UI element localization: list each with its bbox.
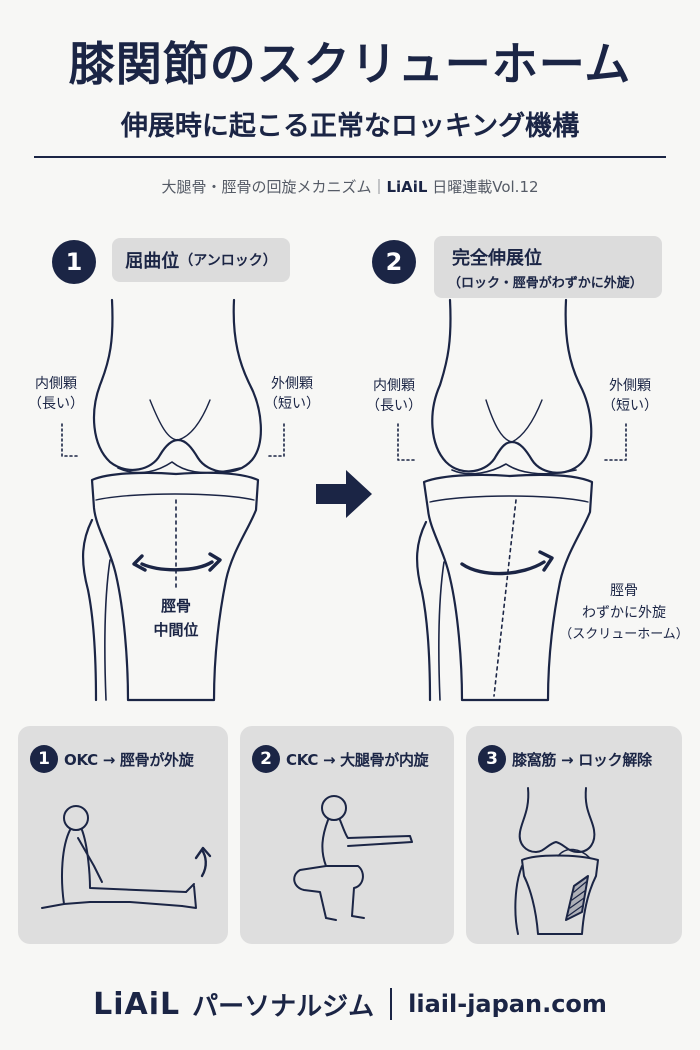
right-tibia	[422, 473, 594, 702]
left-medial-sub: （長い）	[28, 396, 84, 412]
footer-gym: パーソナルジム	[192, 991, 375, 1022]
card-okc-num: 1	[30, 745, 58, 773]
left-lateral-sub: （短い）	[264, 396, 320, 412]
right-fibula	[415, 520, 432, 702]
right-arrow-icon	[316, 470, 372, 518]
footer: LiAiL パーソナルジム liail-japan.com	[0, 978, 700, 1030]
right-fibula-inner	[438, 561, 445, 701]
right-medial-leader	[397, 423, 417, 461]
right-meniscus	[451, 463, 577, 475]
right-femur-notch-2	[511, 399, 543, 443]
footer-url[interactable]: liail-japan.com	[408, 990, 607, 1018]
right-rotation-note: 脛骨わずかに外旋 （スクリューホーム）	[556, 580, 692, 646]
left-femur-notch	[149, 399, 179, 441]
left-medial-text: 内側顆	[35, 376, 77, 392]
left-center-text-1: 脛骨	[160, 597, 191, 615]
right-knee	[397, 298, 627, 702]
right-medial-label: 内側顆 （長い）	[362, 376, 426, 416]
card-popliteus-text: 膝窩筋 → ロック解除	[512, 750, 652, 769]
right-femur	[431, 298, 593, 474]
right-tibia-plateau	[429, 495, 589, 503]
step-1-label: 屈曲位（アンロック）	[112, 238, 290, 282]
squat-icon	[293, 795, 413, 921]
card-popliteus: 3 膝窩筋 → ロック解除	[466, 726, 682, 944]
left-femur-notch-2	[177, 399, 211, 441]
page-subtitle: 伸展時に起こる正常なロッキング機構	[120, 111, 580, 142]
right-rotation-arrow	[460, 560, 546, 576]
step-2-label: 完全伸展位 （ロック・脛骨がわずかに外旋）	[434, 236, 662, 298]
step-2-label-sub: （ロック・脛骨がわずかに外旋）	[448, 276, 643, 291]
right-axis-line	[493, 499, 517, 697]
step-1-badge: 1	[52, 240, 96, 284]
left-medial-leader	[61, 423, 81, 457]
left-lateral-leader	[265, 423, 285, 457]
right-lateral-sub: （短い）	[602, 398, 658, 414]
right-lateral-leader	[603, 423, 627, 461]
card-okc: 1 OKC → 脛骨が外旋	[18, 726, 228, 944]
left-knee	[61, 298, 285, 702]
left-center-text-2: 中間位	[153, 621, 199, 639]
seated-knee-extension-icon	[41, 805, 212, 909]
series-suffix: 日曜連載Vol.12	[427, 178, 539, 196]
card-okc-title: 1 OKC → 脛骨が外旋	[30, 744, 222, 774]
left-fibula	[81, 518, 98, 702]
left-tibia-plateau	[95, 493, 255, 501]
left-lateral-text: 外側顆	[271, 376, 313, 392]
left-rotation-arrowhead-left	[132, 554, 147, 572]
series-line: 大腿骨・脛骨の回旋メカニズム｜LiAiL 日曜連載Vol.12	[0, 176, 700, 197]
right-medial-sub: （長い）	[366, 398, 422, 414]
right-rotation-arrowhead	[538, 550, 554, 572]
left-meniscus	[117, 461, 241, 474]
card-ckc-num: 2	[252, 745, 280, 773]
right-lateral-text: 外側顆	[609, 378, 651, 394]
series-brand: LiAiL	[386, 178, 428, 196]
step-1-label-main: 屈曲位	[125, 251, 180, 272]
card-ckc: 2 CKC → 大腿骨が内旋	[240, 726, 454, 944]
right-note-1: 脛骨	[610, 583, 638, 599]
left-fibula-inner	[104, 559, 111, 701]
left-lateral-label: 外側顆 （短い）	[262, 374, 322, 414]
card-ckc-title: 2 CKC → 大腿骨が内旋	[252, 744, 448, 774]
step-1-label-sub: （アンロック）	[179, 253, 277, 269]
right-note-3: （スクリューホーム）	[559, 627, 689, 642]
knee-popliteus-icon	[514, 787, 599, 935]
left-tibia	[90, 471, 260, 702]
card-popliteus-num: 3	[478, 745, 506, 773]
right-medial-text: 内側顆	[373, 378, 415, 394]
card-ckc-text: CKC → 大腿骨が内旋	[286, 750, 429, 769]
page-title: 膝関節のスクリューホーム	[68, 37, 632, 91]
card-popliteus-title: 3 膝窩筋 → ロック解除	[478, 744, 676, 774]
left-femur	[92, 298, 262, 473]
right-lateral-label: 外側顆 （短い）	[598, 376, 662, 416]
header-divider	[34, 156, 666, 158]
right-note-2: わずかに外旋	[582, 605, 666, 621]
footer-separator	[390, 988, 393, 1020]
step-2-label-main: 完全伸展位	[452, 248, 542, 269]
left-rotation-arrow	[140, 560, 214, 572]
step-2-badge: 2	[372, 240, 416, 284]
card-okc-text: OKC → 脛骨が外旋	[64, 750, 194, 769]
left-rotation-arrowhead-right	[208, 552, 222, 572]
left-medial-label: 内側顆 （長い）	[26, 374, 86, 414]
footer-brand: LiAiL	[93, 986, 181, 1022]
right-femur-notch	[485, 399, 513, 443]
series-prefix: 大腿骨・脛骨の回旋メカニズム｜	[161, 178, 387, 196]
left-center-label: 脛骨中間位	[146, 594, 206, 642]
